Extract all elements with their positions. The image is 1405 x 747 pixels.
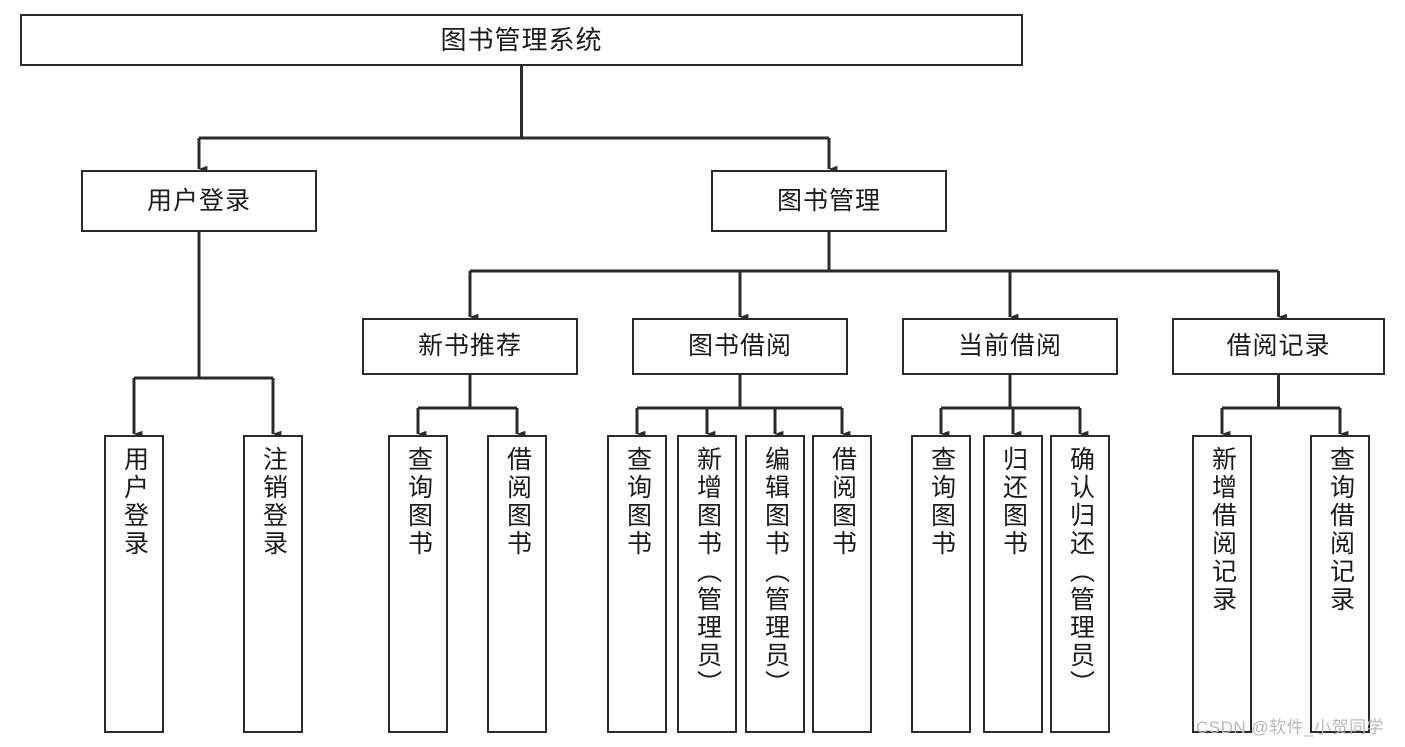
node-leaf-bb-query: 查询图书 (607, 435, 667, 733)
node-book-manage: 图书管理 (711, 170, 947, 232)
node-label: 借阅图书 (828, 446, 857, 558)
node-label: 图书管理 (776, 186, 881, 215)
node-label: 图书借阅 (687, 332, 792, 360)
node-leaf-rec-query: 查询图书 (388, 435, 448, 733)
node-label: 图书管理系统 (440, 24, 603, 55)
node-label: 归还图书 (999, 446, 1028, 558)
node-leaf-cb-return: 归还图书 (983, 435, 1043, 733)
node-label: 确认归还（管理员） (1066, 446, 1095, 698)
node-label: 注销登录 (259, 446, 288, 558)
node-root: 图书管理系统 (20, 14, 1023, 66)
node-current-borrow: 当前借阅 (902, 318, 1118, 375)
node-leaf-br-query: 查询借阅记录 (1310, 435, 1370, 733)
node-label: 查询图书 (404, 446, 433, 558)
node-label: 新增图书（管理员） (693, 446, 722, 698)
node-book-borrow: 图书借阅 (632, 318, 848, 375)
node-label: 用户登录 (120, 446, 149, 558)
watermark: CSDN @软件_小贺同学 (1196, 718, 1385, 737)
node-leaf-user-logout: 注销登录 (243, 435, 303, 733)
node-borrow-record: 借阅记录 (1172, 318, 1385, 375)
node-leaf-cb-confirm: 确认归还（管理员） (1050, 435, 1110, 733)
node-user-login: 用户登录 (81, 170, 317, 232)
node-label: 查询图书 (623, 446, 652, 558)
node-label: 用户登录 (146, 186, 251, 215)
node-leaf-bb-add: 新增图书（管理员） (677, 435, 737, 733)
node-label: 编辑图书（管理员） (761, 446, 790, 698)
node-label: 当前借阅 (957, 332, 1062, 360)
node-label: 查询图书 (927, 446, 956, 558)
node-leaf-br-add: 新增借阅记录 (1192, 435, 1252, 733)
node-leaf-bb-edit: 编辑图书（管理员） (745, 435, 805, 733)
node-leaf-user-login: 用户登录 (104, 435, 164, 733)
node-label: 借阅记录 (1226, 332, 1331, 360)
node-leaf-bb-borrow: 借阅图书 (812, 435, 872, 733)
node-leaf-rec-borrow: 借阅图书 (487, 435, 547, 733)
node-label: 借阅图书 (503, 446, 532, 558)
node-leaf-cb-query: 查询图书 (911, 435, 971, 733)
node-label: 新增借阅记录 (1208, 446, 1237, 614)
node-label: 查询借阅记录 (1326, 446, 1355, 614)
node-new-book-rec: 新书推荐 (362, 318, 578, 375)
node-label: 新书推荐 (417, 332, 522, 360)
